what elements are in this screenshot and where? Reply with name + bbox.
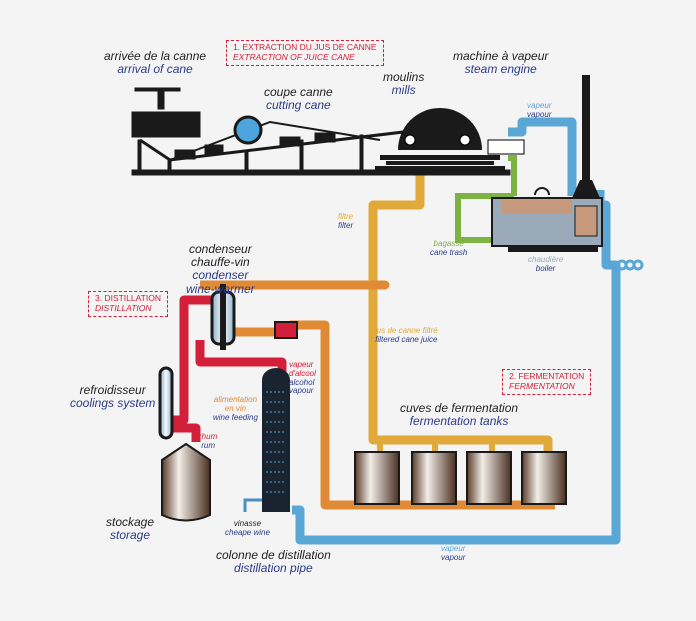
label-column-en: distillation pipe [234,561,313,576]
label-alcohol-vapour-en1: alcohol [289,377,315,387]
mill-wheel-icon [375,108,525,170]
label-filter-en: filter [338,220,354,230]
label-wine-feeding: alimentation en vin wine feeding [213,395,258,422]
steam-coil-icon [616,259,644,271]
label-cutting: coupe canne cutting cane [264,85,333,113]
label-rum-en: rum [201,440,215,450]
condenser [210,284,298,350]
label-vinasse-en: cheape wine [225,527,270,537]
label-vinasse-fr: vinasse [233,519,262,528]
stage-distillation-box: 3. DISTILLATION DISTILLATION [88,291,168,317]
label-vapour-bottom-fr: vapeur [441,544,466,553]
label-fermentation-tanks: cuves de fermentation fermentation tanks [400,401,519,429]
stage-distillation-fr: 3. DISTILLATION [95,293,161,303]
label-mills: moulins mills [383,70,425,98]
label-filtered-juice-fr: jus de canne filtré [375,326,438,335]
label-vapour-top: vapeur vapour [527,101,552,120]
label-boiler-fr: chaudière [528,255,564,264]
label-boiler: chaudière boiler [528,255,564,274]
label-mills-en: mills [391,83,416,98]
stage-fermentation-fr: 2. FERMENTATION [509,371,585,381]
label-wine-feeding-en: wine feeding [213,412,258,422]
label-column-fr: colonne de distillation [216,548,331,562]
label-vapour-top-en: vapour [527,109,552,119]
label-condenser-fr2: chauffe-vin [190,255,250,270]
label-alcohol-vapour-fr1: vapeur [289,360,314,369]
label-steam-engine-en: steam engine [464,62,537,77]
label-storage: stockage storage [106,515,155,543]
label-vapour-bottom-en: vapour [441,552,466,562]
label-filter-fr: filtre [338,212,354,221]
cooling-system [158,366,174,440]
label-steam-engine: machine à vapeur steam engine [453,49,549,77]
cane-conveyor [131,87,511,176]
label-bagasse: bagasse cane trash [430,239,468,258]
stage-fermentation-box: 2. FERMENTATION FERMENTATION [502,369,592,395]
label-cutting-en: cutting cane [266,98,331,113]
distillation-column [243,368,290,512]
storage-tank [161,442,211,522]
label-wine-feeding-fr1: alimentation [213,395,258,404]
stage-distillation-en: DISTILLATION [95,302,152,313]
label-vapour-bottom: vapeur vapour [441,544,466,563]
label-rum: rhum rum [199,432,218,451]
tank-feeds [377,440,495,452]
label-wine-feeding-fr2: en vin [224,403,247,413]
cutting-drum-icon [233,115,263,145]
label-condenser-en2: wine-warmer [186,281,255,296]
label-condenser-fr1: condenseur [188,242,252,256]
label-bagasse-en: cane trash [430,247,468,257]
bagasse-pipe [455,155,517,243]
label-cutting-fr: coupe canne [264,85,333,99]
label-cooling: refroidisseur coolings system [70,383,156,411]
label-vapour-top-fr: vapeur [527,101,552,110]
label-bagasse-fr: bagasse [433,239,464,248]
label-alcohol-vapour-en2: vapour [289,386,314,396]
stage-extraction-fr: 1. EXTRACTION DU JUS DE CANNE [233,42,377,52]
label-storage-en: storage [110,528,151,543]
label-rum-fr: rhum [199,432,218,441]
label-column: colonne de distillation distillation pip… [216,548,331,576]
stage-extraction-box: 1. EXTRACTION DU JUS DE CANNE EXTRACTION… [226,40,384,66]
stage-extraction-en: EXTRACTION OF JUICE CANE [233,51,355,62]
label-mills-fr: moulins [383,70,425,84]
label-arrival: arrivée de la canne arrival of cane [104,49,207,77]
stage-fermentation-en: FERMENTATION [509,380,575,391]
label-filtered-juice-en: filtered cane juice [375,334,438,344]
chimney [572,75,600,198]
label-alcohol-vapour: vapeur d'alcool alcohol vapour [289,360,316,396]
label-arrival-fr: arrivée de la canne [104,49,207,63]
label-cooling-fr: refroidisseur [79,383,146,397]
fermentation-tanks [354,451,567,505]
label-filter: filtre filter [338,212,354,231]
label-vinasse: vinasse cheape wine [225,519,270,538]
label-alcohol-vapour-fr2: d'alcool [289,368,316,378]
label-cooling-en: coolings system [70,396,156,411]
label-storage-fr: stockage [106,515,155,529]
boiler [491,187,603,252]
label-filtered-juice: jus de canne filtré filtered cane juice [375,326,438,345]
juice-pipe [368,170,553,452]
alcohol-pipe [172,295,287,442]
label-steam-engine-fr: machine à vapeur [453,49,549,63]
label-condenser-en1: condenser [192,268,249,283]
label-condenser: condenseur chauffe-vin condenser wine-wa… [186,242,255,296]
label-boiler-en: boiler [535,263,556,273]
label-arrival-en: arrival of cane [117,62,193,77]
label-tanks-en: fermentation tanks [409,414,509,429]
label-tanks-fr: cuves de fermentation [400,401,519,415]
